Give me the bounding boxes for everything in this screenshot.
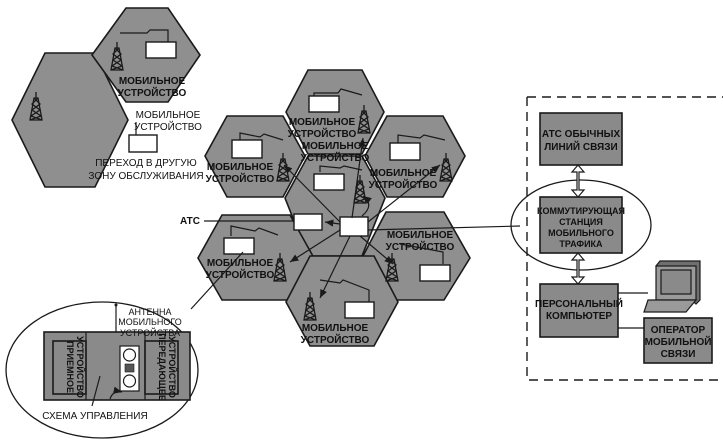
svg-text:МОБИЛЬНОЕ: МОБИЛЬНОЕ [302,141,369,152]
svg-text:ПЕРСОНАЛЬНЫЙ: ПЕРСОНАЛЬНЫЙ [535,297,623,310]
bidirectional-arrow [570,252,586,285]
svg-text:МОБИЛЬНОГО: МОБИЛЬНОГО [548,228,614,238]
mobile-device-label: УСТРОЙСТВО [118,86,187,99]
mobile-device-detail: ПРИЕМНОЕ УСТРОЙСТВО ПЕРЕДАЮЩЕЕ УСТРОЙСТВ… [5,251,244,439]
svg-text:ПЕРЕДАЮЩЕЕ: ПЕРЕДАЮЩЕЕ [157,333,167,401]
cell-hex [11,52,129,188]
svg-text:УСТРОЙСТВО: УСТРОЙСТВО [288,127,357,140]
svg-text:УСТРОЙСТВО: УСТРОЙСТВО [386,240,455,253]
switching-station-box [539,196,623,254]
svg-text:МОБИЛЬНОЕ: МОБИЛЬНОЕ [370,168,437,179]
computer-terminal-icon [643,260,701,313]
switch-to-mtso-link [367,225,521,231]
infrastructure-panel: АТС ОБЫЧНЫХ ЛИНИЙ СВЯЗИ КОММУТИРУЮЩАЯ СТ… [510,96,723,381]
antenna-label: АНТЕННА [128,307,171,317]
handoff-label: ЗОНУ ОБСЛУЖИВАНИЯ [88,171,203,182]
handoff-label: ПЕРЕХОД В ДРУГУЮ [95,158,197,169]
svg-text:КОММУТИРУЮЩАЯ: КОММУТИРУЮЩАЯ [537,206,625,216]
svg-text:УСТРОЙСТВО: УСТРОЙСТВО [206,268,275,281]
receiver-box [52,340,87,395]
svg-text:МОБИЛЬНОЕ: МОБИЛЬНОЕ [207,258,274,269]
mobile-phone-icon [119,345,140,392]
svg-text:МОБИЛЬНОЕ: МОБИЛЬНОЕ [387,230,454,241]
svg-text:МОБИЛЬНОЕ: МОБИЛЬНОЕ [302,323,369,334]
svg-text:СВЯЗИ: СВЯЗИ [661,349,696,360]
ats-label: АТС [180,216,200,227]
svg-text:УСТРОЙСТВО: УСТРОЙСТВО [75,336,86,398]
mobile-device-label: МОБИЛЬНОЕ [119,76,186,87]
svg-text:КОМПЬЮТЕР: КОМПЬЮТЕР [546,311,612,322]
svg-text:УСТРОЙСТВО: УСТРОЙСТВО [206,172,275,185]
svg-text:ТРАФИКА: ТРАФИКА [559,239,603,249]
svg-text:УСТРОЙСТВО: УСТРОЙСТВО [301,151,370,164]
cell-cluster: МОБИЛЬНОЕ УСТРОЙСТВО МОБИЛЬНОЕ УСТРОЙСТВ… [180,69,521,347]
cell-hex [285,255,399,347]
mtso-highlight [510,179,652,271]
svg-text:УСТРОЙСТВА: УСТРОЙСТВА [120,327,180,338]
svg-text:МОБИЛЬНОЙ: МОБИЛЬНОЙ [645,335,712,348]
radio-link [120,29,169,42]
svg-text:МОБИЛЬНОГО: МОБИЛЬНОГО [118,317,182,327]
svg-text:МОБИЛЬНОЕ: МОБИЛЬНОЕ [289,117,356,128]
svg-text:УСТРОЙСТВО: УСТРОЙСТВО [369,178,438,191]
mobile-device-label: УСТРОЙСТВО [134,120,202,133]
svg-text:ПРИЕМНОЕ: ПРИЕМНОЕ [65,341,75,393]
svg-text:ЛИНИЙ СВЯЗИ: ЛИНИЙ СВЯЗИ [544,140,617,153]
bidirectional-arrow [570,164,586,198]
mobile-device-box [128,134,158,153]
mobile-device-label: МОБИЛЬНОЕ [136,110,201,121]
handoff-cells: МОБИЛЬНОЕ УСТРОЙСТВО МОБИЛЬНОЕ УСТРОЙСТВ… [11,7,204,188]
control-circuit-label: СХЕМА УПРАВЛЕНИЯ [42,411,147,422]
operator-box [643,317,713,364]
svg-text:МОБИЛЬНОЕ: МОБИЛЬНОЕ [207,162,274,173]
svg-text:СТАНЦИЯ: СТАНЦИЯ [559,217,603,227]
transmitter-box [144,340,179,395]
svg-text:АТС ОБЫЧНЫХ: АТС ОБЫЧНЫХ [542,129,621,140]
personal-computer-box [539,283,619,338]
svg-text:УСТРОЙСТВО: УСТРОЙСТВО [301,333,370,346]
switch-box [339,216,369,237]
mobile-device-box [145,41,177,59]
svg-text:УСТРОЙСТВО: УСТРОЙСТВО [167,336,178,398]
ats-regular-lines-box [539,112,623,166]
svg-text:ОПЕРАТОР: ОПЕРАТОР [651,325,706,336]
ats-box [293,213,323,231]
